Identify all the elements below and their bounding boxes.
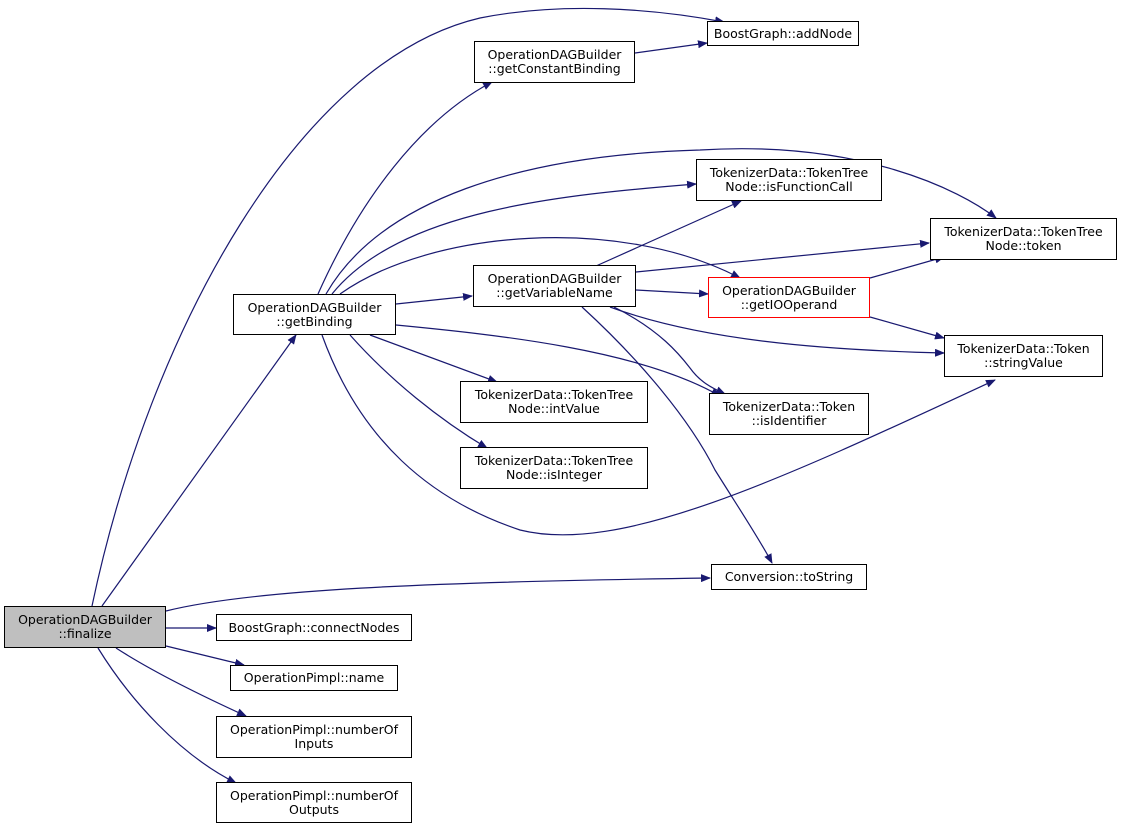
node-name-line1: OperationPimpl::name [243, 670, 385, 685]
edge-getBinding-token [325, 148, 997, 295]
node-isFunctionCall-line2: Node::isFunctionCall [725, 179, 853, 194]
node-isIdentifier-line1: TokenizerData::Token [722, 399, 856, 414]
node-connectNodes[interactable]: BoostGraph::connectNodes [216, 614, 412, 641]
edge-finalize-getBinding [101, 334, 297, 607]
edge-finalize-numberOfOutputs [97, 647, 237, 784]
node-name[interactable]: OperationPimpl::name [230, 665, 398, 691]
edge-getIOOperand-stringValue [869, 316, 945, 340]
edge-getBinding-getIOOperand [339, 237, 741, 295]
node-getVariableName[interactable]: OperationDAGBuilder ::getVariableName [473, 265, 636, 307]
edge-getBinding-intValue [369, 334, 498, 383]
node-intValue-line2: Node::intValue [508, 401, 600, 416]
node-isInteger-line1: TokenizerData::TokenTree [474, 453, 634, 468]
edge-getVariableName-token [635, 239, 930, 273]
node-getBinding-line1: OperationDAGBuilder [247, 299, 382, 315]
edge-getVariableName-stringValue [609, 306, 945, 357]
node-toString[interactable]: Conversion::toString [711, 564, 867, 590]
node-finalize-line1: OperationDAGBuilder [18, 612, 152, 627]
node-finalize-line2: ::finalize [58, 626, 112, 641]
node-intValue[interactable]: TokenizerData::TokenTree Node::intValue [460, 381, 648, 423]
edge-getBinding-isInteger [349, 334, 488, 449]
node-getBinding[interactable]: OperationDAGBuilder ::getBinding [233, 294, 396, 335]
edge-finalize-numberOfInputs [115, 647, 247, 717]
node-isFunctionCall[interactable]: TokenizerData::TokenTree Node::isFunctio… [696, 159, 882, 201]
edge-finalize-toString [165, 574, 711, 612]
edge-getConstantBinding-addNode [634, 40, 708, 54]
node-token[interactable]: TokenizerData::TokenTree Node::token [930, 218, 1117, 260]
node-numberOfInputs[interactable]: OperationPimpl::numberOf Inputs [216, 716, 412, 758]
node-isIdentifier[interactable]: TokenizerData::Token ::isIdentifier [709, 393, 869, 435]
node-isInteger[interactable]: TokenizerData::TokenTree Node::isInteger [460, 447, 648, 489]
node-stringValue-line1: TokenizerData::Token [957, 341, 1090, 356]
node-numberOfInputs-line1: OperationPimpl::numberOf [230, 722, 398, 737]
node-stringValue-line2: ::stringValue [984, 355, 1063, 370]
edge-getVariableName-isIdentifier [613, 306, 726, 395]
node-getVariableName-line1: OperationDAGBuilder [487, 271, 622, 286]
node-numberOfOutputs-line2: Outputs [289, 801, 339, 817]
node-finalize[interactable]: OperationDAGBuilder ::finalize [4, 606, 166, 648]
edge-getVariableName-getIOOperand [635, 289, 709, 298]
node-getVariableName-line2: ::getVariableName [496, 285, 613, 300]
node-toString-line1: Conversion::toString [724, 569, 854, 584]
edge-getBinding-getVariableName [395, 292, 473, 305]
node-addNode-line1: BoostGraph::addNode [713, 25, 853, 41]
node-connectNodes-line1: BoostGraph::connectNodes [228, 619, 400, 635]
node-numberOfInputs-line2: Inputs [294, 736, 334, 751]
edge-getBinding-isFunctionCall [331, 180, 697, 295]
node-token-line2: Node::token [985, 238, 1062, 253]
node-token-line1: TokenizerData::TokenTree [944, 224, 1103, 239]
edge-getVariableName-isFunctionCall [595, 200, 742, 267]
node-getIOOperand[interactable]: OperationDAGBuilder ::getIOOperand [708, 277, 870, 318]
edge-getVariableName-toString [581, 306, 773, 564]
node-getConstantBinding[interactable]: OperationDAGBuilder ::getConstantBinding [474, 41, 635, 83]
node-getConstantBinding-line2: ::getConstantBinding [488, 61, 621, 76]
node-getIOOperand-line1: OperationDAGBuilder [722, 282, 856, 298]
node-isInteger-line2: Node::isInteger [506, 467, 602, 482]
node-getIOOperand-line2: ::getIOOperand [740, 296, 838, 312]
node-getBinding-line2: ::getBinding [276, 313, 353, 329]
edge-getBinding-getConstantBinding [317, 81, 493, 295]
node-isIdentifier-line2: ::isIdentifier [751, 413, 827, 428]
node-numberOfOutputs[interactable]: OperationPimpl::numberOf Outputs [216, 782, 412, 823]
edge-finalize-addNode [91, 7, 725, 607]
edge-finalize-name [165, 645, 245, 667]
node-intValue-line1: TokenizerData::TokenTree [474, 387, 634, 402]
node-addNode[interactable]: BoostGraph::addNode [707, 21, 859, 46]
edge-getBinding-stringValue [321, 334, 996, 536]
edge-getIOOperand-token [869, 255, 945, 279]
node-numberOfOutputs-line1: OperationPimpl::numberOf [230, 787, 398, 803]
edge-getBinding-isIdentifier [395, 324, 721, 397]
node-stringValue[interactable]: TokenizerData::Token ::stringValue [944, 335, 1103, 377]
node-getConstantBinding-line1: OperationDAGBuilder [487, 47, 622, 62]
node-isFunctionCall-line1: TokenizerData::TokenTree [709, 165, 869, 180]
